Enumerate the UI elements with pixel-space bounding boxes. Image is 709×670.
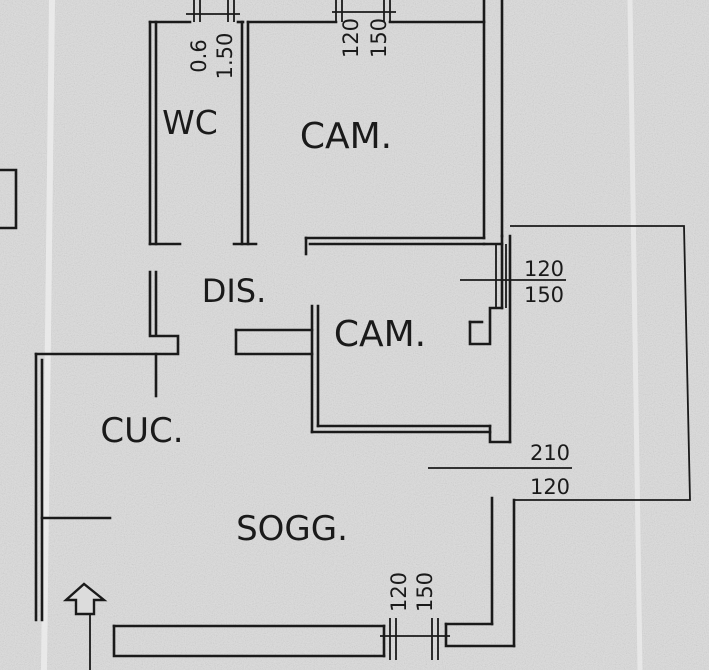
dim-sogg-window-height: 120 bbox=[530, 475, 570, 499]
dim-cam-top-width: 120 bbox=[339, 18, 363, 58]
cam-mid-room bbox=[234, 234, 512, 444]
cam-top-door-mark bbox=[332, 0, 396, 22]
dim-bottom-width: 120 bbox=[387, 572, 411, 612]
room-label-sogg: SOGG. bbox=[236, 509, 348, 549]
up-arrow-icon bbox=[62, 582, 108, 670]
paper-fold bbox=[41, 0, 55, 670]
cam-top-room bbox=[246, 0, 504, 256]
dim-cam-top-height: 150 bbox=[367, 18, 391, 58]
wc-room bbox=[148, 20, 258, 336]
dim-cam-mid-width: 120 bbox=[524, 257, 564, 281]
dim-wc-door-height: 1.50 bbox=[213, 33, 237, 80]
cam-mid-door-mark bbox=[460, 244, 566, 308]
dim-bottom-height: 150 bbox=[413, 572, 437, 612]
dim-wc-door-width: 0.6 bbox=[187, 39, 211, 72]
room-label-dis: DIS. bbox=[202, 272, 267, 310]
left-edge-wall bbox=[0, 168, 18, 230]
bottom-window-mark bbox=[380, 618, 450, 660]
room-label-cuc: CUC. bbox=[100, 411, 183, 451]
room-label-cam-mid: CAM. bbox=[334, 314, 426, 355]
paper-fold bbox=[627, 0, 643, 670]
room-label-wc: WC bbox=[162, 103, 218, 142]
wc-door-mark bbox=[186, 0, 240, 22]
room-label-cam-top: CAM. bbox=[300, 116, 392, 157]
dim-cam-mid-height: 150 bbox=[524, 283, 564, 307]
exterior-outline bbox=[34, 225, 691, 622]
bottom-wall bbox=[112, 496, 516, 658]
dim-sogg-window-width: 210 bbox=[530, 441, 570, 465]
